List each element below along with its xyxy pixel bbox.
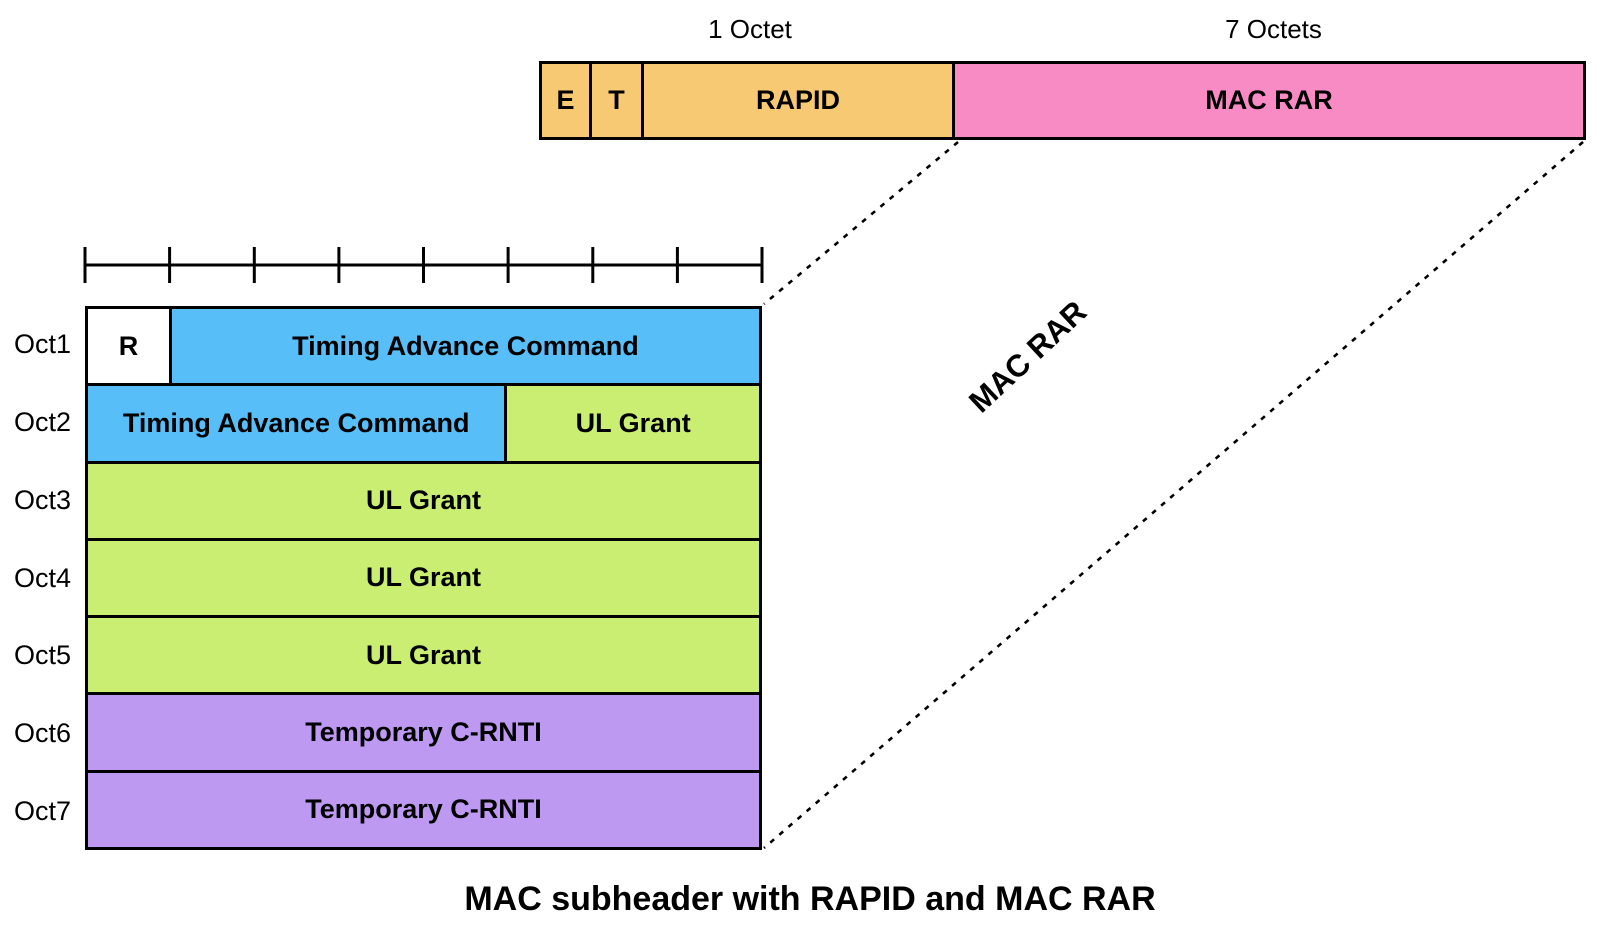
field-t: T — [592, 64, 644, 137]
octet-label-oct1: Oct1 — [14, 329, 72, 360]
octet-label-oct3: Oct3 — [14, 484, 72, 515]
octet-label-oct4: Oct4 — [14, 562, 72, 593]
octet-row-oct5: UL Grant — [88, 618, 759, 696]
cell-ul-grant-oct4: UL Grant — [88, 540, 759, 616]
cell-temporary-c-rnti-oct7: Temporary C-RNTI — [88, 772, 759, 847]
diagram-caption: MAC subheader with RAPID and MAC RAR — [464, 880, 1156, 918]
cell-r: R — [88, 309, 172, 384]
octet-row-labels: Oct1 Oct2 Oct3 Oct4 Oct5 Oct6 Oct7 — [0, 306, 78, 850]
seven-octets-label: 7 Octets — [1225, 13, 1322, 44]
callout-line-top — [763, 141, 959, 305]
field-rapid: RAPID — [644, 64, 955, 137]
one-octet-label: 1 Octet — [708, 13, 792, 44]
bit-ruler — [83, 247, 764, 283]
mac-subheader-bar: E T RAPID MAC RAR — [539, 61, 1586, 140]
field-e: E — [542, 64, 592, 137]
cell-ul-grant-oct2: UL Grant — [507, 386, 759, 461]
octet-row-oct3: UL Grant — [88, 463, 759, 541]
octet-row-oct7: Temporary C-RNTI — [88, 772, 759, 847]
octet-row-oct2: Timing Advance Command UL Grant — [88, 386, 759, 464]
cell-timing-advance-command-oct2: Timing Advance Command — [88, 386, 508, 461]
mac-rar-octet-table: R Timing Advance Command Timing Advance … — [85, 306, 762, 850]
cell-timing-advance-command-oct1: Timing Advance Command — [171, 309, 759, 384]
octet-label-oct7: Oct7 — [14, 795, 72, 826]
field-mac-rar: MAC RAR — [955, 64, 1583, 137]
octet-label-oct6: Oct6 — [14, 717, 72, 748]
cell-temporary-c-rnti-oct6: Temporary C-RNTI — [88, 695, 759, 770]
callout-line-bottom — [763, 141, 1584, 849]
octet-row-oct6: Temporary C-RNTI — [88, 695, 759, 773]
cell-ul-grant-oct3: UL Grant — [88, 463, 759, 538]
octet-label-oct5: Oct5 — [14, 640, 72, 671]
octet-label-oct2: Oct2 — [14, 407, 72, 438]
mac-rar-callout-label: MAC RAR — [962, 293, 1094, 420]
cell-ul-grant-oct5: UL Grant — [88, 618, 759, 693]
octet-row-oct4: UL Grant — [88, 540, 759, 619]
octet-row-oct1: R Timing Advance Command — [88, 309, 759, 387]
